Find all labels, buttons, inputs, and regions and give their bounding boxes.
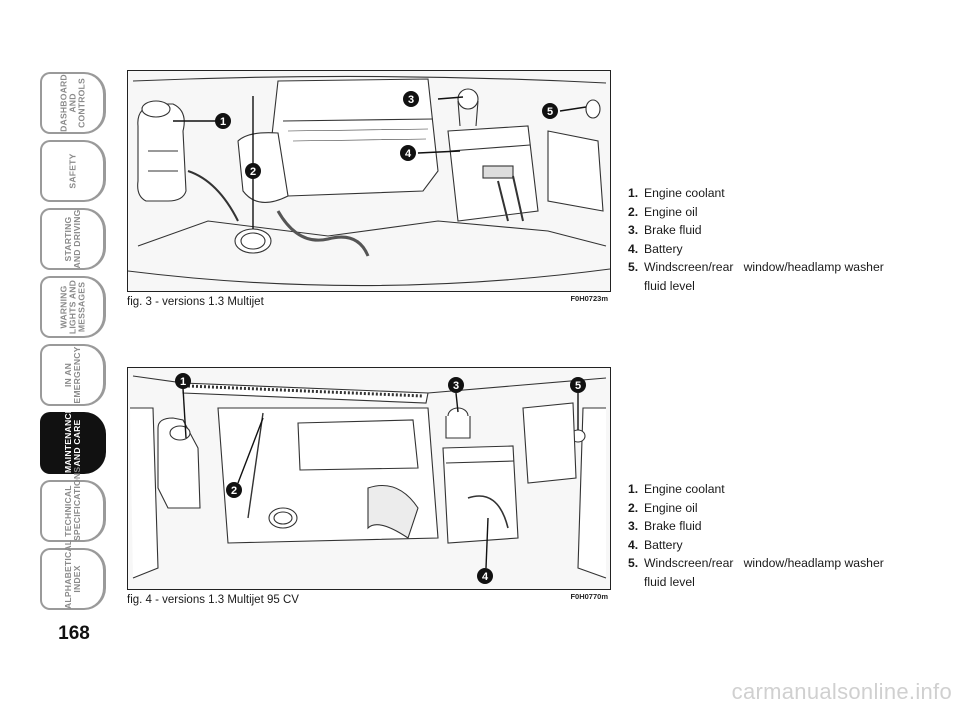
legend-text: Brake fluid	[644, 519, 702, 534]
engine-bay-illustration-fig3: 1 2 3 4 5	[127, 70, 611, 292]
legend-number: 5.	[628, 260, 639, 275]
legend-number: 4.	[628, 241, 639, 256]
callout-number: 2	[231, 485, 237, 497]
legend-text: Engine coolant	[644, 186, 725, 200]
legend-item: 4. Battery	[628, 536, 928, 555]
callout-number: 5	[575, 380, 581, 392]
callout-number: 4	[405, 148, 412, 160]
tab-label: IN AN EMERGENCY	[62, 346, 82, 404]
legend-number: 1.	[628, 186, 639, 200]
legend-number: 2.	[628, 204, 639, 219]
tab-alphabetical-index[interactable]: ALPHABETICAL INDEX	[40, 539, 106, 610]
legend-item: 5. Windscreen/rear window/headlamp washe…	[628, 554, 884, 591]
legend-text: Windscreen/rear window/headlamp washer f…	[644, 556, 888, 589]
figure-caption: fig. 4 - versions 1.3 Multijet 95 CV	[127, 594, 299, 606]
legend-item: 2. Engine oil	[628, 499, 928, 518]
callout-2: 2	[245, 163, 261, 179]
legend-item: 5. Windscreen/rear window/headlamp washe…	[628, 258, 884, 295]
callout-1: 1	[175, 373, 191, 389]
legend-number: 3.	[628, 519, 639, 534]
callout-number: 3	[453, 380, 459, 392]
legend-item: 2. Engine oil	[628, 203, 928, 222]
engine-bay-illustration-fig4: 1 2 3 4 5	[127, 367, 611, 590]
legend-text: Battery	[644, 241, 683, 256]
tab-label: WARNING LIGHTS AND MESSAGES	[58, 279, 86, 335]
callout-4: 4	[477, 568, 493, 584]
tab-label: SAFETY	[67, 153, 77, 189]
legend-text: Engine coolant	[644, 482, 725, 496]
tab-label: MAINTENANCE AND CARE	[62, 407, 82, 473]
tab-label: DASHBOARD AND CONTROLS	[58, 74, 86, 132]
legend-number: 5.	[628, 556, 639, 571]
page-number: 168	[58, 623, 90, 644]
tab-warning-lights-and-messages[interactable]: WARNING LIGHTS AND MESSAGES	[40, 276, 106, 338]
legend-item: 3. Brake fluid	[628, 517, 928, 536]
legend-text: Engine oil	[644, 204, 698, 219]
legend-text: Brake fluid	[644, 223, 702, 238]
tab-safety[interactable]: SAFETY	[40, 140, 106, 202]
callout-5: 5	[570, 377, 586, 393]
tab-dashboard-and-controls[interactable]: DASHBOARD AND CONTROLS	[40, 72, 106, 134]
legend-fig3: 1. Engine coolant 2. Engine oil 3. Brake…	[628, 184, 928, 296]
figure-code: F0H0770m	[570, 592, 608, 601]
callout-number: 3	[408, 94, 414, 106]
callout-number: 1	[220, 116, 226, 128]
callout-number: 5	[547, 106, 553, 118]
legend-item: 3. Brake fluid	[628, 221, 928, 240]
callout-2: 2	[226, 482, 242, 498]
tab-starting-and-driving[interactable]: STARTING AND DRIVING	[40, 208, 106, 270]
tab-technical-specifications[interactable]: TECHNICAL SPECIFICATIONS	[40, 466, 106, 542]
tab-maintenance-and-care[interactable]: MAINTENANCE AND CARE	[40, 407, 106, 474]
legend-number: 1.	[628, 482, 639, 496]
legend-item: 1. Engine coolant	[628, 184, 928, 203]
figure-code: F0H0723m	[570, 294, 608, 303]
callout-3: 3	[403, 91, 419, 107]
tab-label: ALPHABETICAL INDEX	[62, 539, 82, 609]
callout-3: 3	[448, 377, 464, 393]
callout-number: 2	[250, 166, 256, 178]
tab-label: TECHNICAL SPECIFICATIONS	[62, 466, 82, 541]
legend-number: 2.	[628, 500, 639, 515]
tab-in-an-emergency[interactable]: IN AN EMERGENCY	[40, 344, 106, 406]
legend-number: 3.	[628, 223, 639, 238]
legend-item: 1. Engine coolant	[628, 480, 928, 499]
callout-number: 1	[180, 376, 186, 388]
legend-text: Engine oil	[644, 500, 698, 515]
callout-number: 4	[482, 571, 489, 583]
legend-number: 4.	[628, 537, 639, 552]
watermark: carmanualsonline.info	[731, 679, 952, 704]
callout-4: 4	[400, 145, 416, 161]
figure-caption: fig. 3 - versions 1.3 Multijet	[127, 296, 264, 308]
callout-5: 5	[542, 103, 558, 119]
callout-1: 1	[215, 113, 231, 129]
legend-item: 4. Battery	[628, 240, 928, 259]
legend-text: Windscreen/rear window/headlamp washer f…	[644, 260, 888, 293]
tab-label: STARTING AND DRIVING	[62, 209, 82, 269]
legend-fig4: 1. Engine coolant 2. Engine oil 3. Brake…	[628, 480, 928, 592]
legend-text: Battery	[644, 537, 683, 552]
